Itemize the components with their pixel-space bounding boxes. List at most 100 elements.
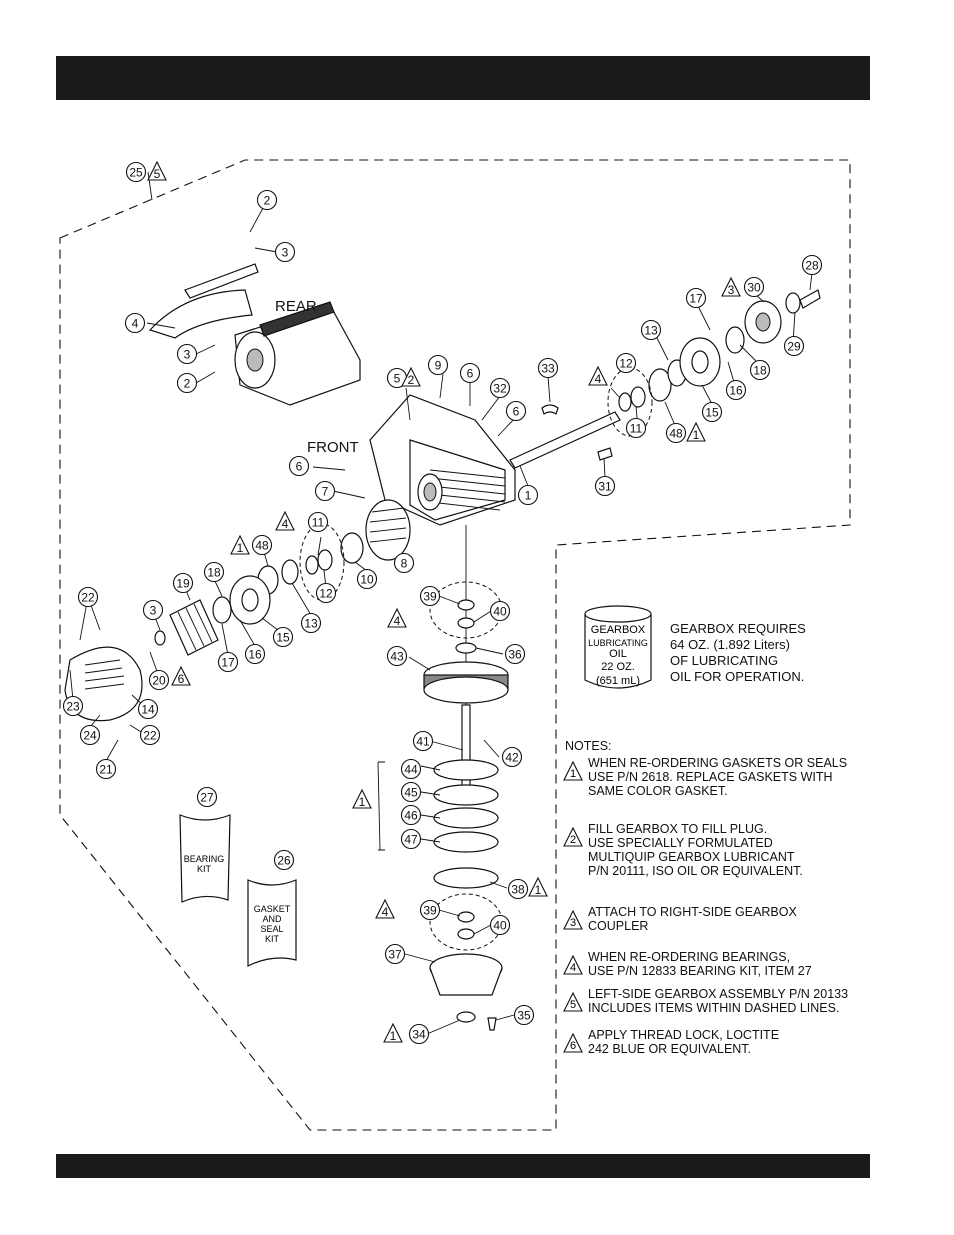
svg-text:12: 12 — [619, 357, 633, 371]
note-triangle-4: 4 — [375, 898, 395, 919]
svg-text:22: 22 — [81, 591, 95, 605]
oil-can-line2: LUBRICATING — [588, 638, 648, 648]
requirement-line-1: GEARBOX REQUIRES — [670, 621, 806, 636]
footer-bar — [56, 1154, 870, 1178]
svg-text:44: 44 — [404, 763, 418, 777]
svg-text:19: 19 — [176, 577, 190, 591]
callout-7: 7 — [314, 480, 336, 502]
callout-16: 16 — [725, 379, 747, 401]
note-marker-1: 1 — [563, 760, 583, 781]
bearing-39b — [457, 911, 475, 923]
note-triangle-5: 5 — [147, 160, 167, 181]
gasket-kit-label-3: SEAL — [260, 924, 283, 934]
bearing-kit-label-2: KIT — [197, 864, 212, 874]
svg-text:6: 6 — [467, 367, 474, 381]
svg-text:38: 38 — [511, 883, 525, 897]
gear-43-bottom — [423, 676, 509, 704]
svg-text:17: 17 — [689, 292, 703, 306]
gasket-kit-label-4: KIT — [265, 934, 280, 944]
callout-6: 6 — [288, 455, 310, 477]
svg-text:23: 23 — [66, 700, 80, 714]
note-3-line-2: COUPLER — [588, 919, 649, 933]
svg-text:4: 4 — [132, 317, 139, 331]
svg-text:22: 22 — [143, 729, 157, 743]
note-marker-2: 2 — [563, 826, 583, 847]
callout-48: 48 — [665, 422, 687, 444]
washer-29 — [785, 292, 801, 314]
callout-25: 25 — [125, 161, 147, 183]
svg-text:39: 39 — [423, 904, 437, 918]
callout-15: 15 — [272, 626, 294, 648]
callout-35: 35 — [513, 1004, 535, 1026]
bearing-10 — [340, 532, 364, 564]
note-triangle-4: 4 — [275, 510, 295, 531]
front-label: FRONT — [307, 439, 359, 456]
seal-40 — [457, 617, 475, 629]
svg-text:3: 3 — [728, 283, 735, 297]
callout-33: 33 — [537, 357, 559, 379]
svg-text:14: 14 — [141, 703, 155, 717]
bearing-39 — [457, 599, 475, 611]
callout-3: 3 — [142, 599, 164, 621]
callout-39: 39 — [419, 585, 441, 607]
note-2-line-4: P/N 20111, ISO OIL OR EQUIVALENT. — [588, 864, 803, 878]
svg-text:33: 33 — [541, 362, 555, 376]
svg-text:2: 2 — [570, 834, 576, 846]
callout-2: 2 — [256, 189, 278, 211]
callout-22: 22 — [139, 724, 161, 746]
notes-title: NOTES: — [565, 739, 612, 753]
svg-text:1: 1 — [525, 489, 532, 503]
note-5-line-1: LEFT-SIDE GEARBOX ASSEMBLY P/N 20133 — [588, 987, 849, 1001]
callout-31: 31 — [594, 475, 616, 497]
svg-text:45: 45 — [404, 786, 418, 800]
key-31 — [597, 447, 613, 461]
callout-42: 42 — [501, 746, 523, 768]
requirement-line-3: OF LUBRICATING — [670, 653, 779, 668]
svg-text:3: 3 — [150, 604, 157, 618]
callout-22: 22 — [77, 586, 99, 608]
note-2-line-1: FILL GEARBOX TO FILL PLUG. — [588, 822, 768, 836]
gasket-kit-bag: GASKET AND SEAL KIT — [247, 879, 297, 967]
note-marker-triangle-2: 2 — [563, 826, 583, 847]
gasket-48 — [648, 368, 672, 402]
note-marker-5: 5 — [563, 991, 583, 1012]
note-triangle-3: 3 — [721, 276, 741, 297]
svg-text:24: 24 — [83, 729, 97, 743]
shaft-41 — [461, 704, 471, 796]
callout-17: 17 — [217, 651, 239, 673]
svg-text:5: 5 — [394, 372, 401, 386]
note-6-line-2: 242 BLUE OR EQUIVALENT. — [588, 1042, 752, 1056]
note-triangle-4: 4 — [588, 365, 608, 386]
plug-35 — [487, 1017, 497, 1031]
note-marker-4: 4 — [563, 954, 583, 975]
callout-18: 18 — [749, 359, 771, 381]
note-marker-triangle-1: 1 — [563, 760, 583, 781]
svg-text:43: 43 — [390, 650, 404, 664]
oring-13b — [281, 559, 299, 585]
callout-26: 26 — [273, 849, 295, 871]
seal-34 — [456, 1011, 476, 1023]
callout-8: 8 — [393, 552, 415, 574]
bearing-kit-label-1: BEARING — [184, 854, 225, 864]
svg-text:1: 1 — [359, 795, 366, 809]
note-1-line-1: WHEN RE-ORDERING GASKETS OR SEALS — [588, 756, 848, 770]
svg-text:2: 2 — [264, 194, 271, 208]
callout-40: 40 — [489, 600, 511, 622]
note-marker-triangle-4: 4 — [563, 954, 583, 975]
svg-text:17: 17 — [221, 656, 235, 670]
svg-text:3: 3 — [282, 246, 289, 260]
oil-can-line4: 22 OZ. — [601, 661, 635, 673]
callout-12: 12 — [315, 582, 337, 604]
bearing-12 — [618, 392, 632, 412]
oil-can-line1: GEARBOX — [591, 624, 646, 636]
callout-2: 2 — [176, 372, 198, 394]
svg-text:36: 36 — [508, 648, 522, 662]
svg-text:9: 9 — [435, 359, 442, 373]
svg-text:21: 21 — [99, 763, 113, 777]
callout-34: 34 — [408, 1023, 430, 1045]
svg-text:28: 28 — [805, 259, 819, 273]
bearing-12b — [317, 549, 333, 571]
gasket-kit-label-2: AND — [262, 914, 282, 924]
